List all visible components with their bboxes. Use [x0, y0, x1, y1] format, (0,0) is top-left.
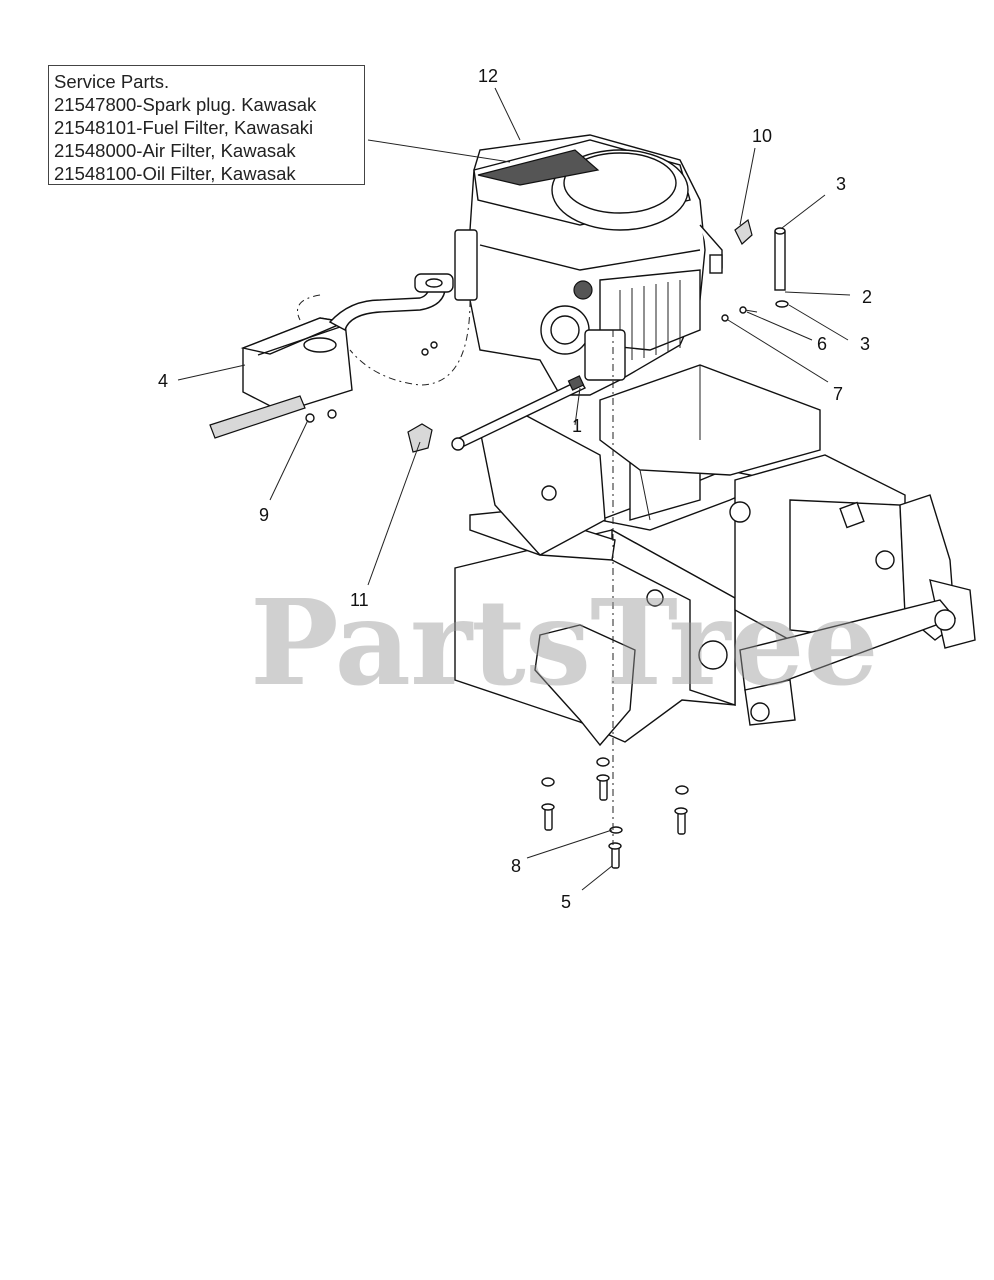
chassis-frame — [454, 364, 976, 747]
fuel-line-parts — [721, 218, 789, 322]
callout-9: 9 — [259, 505, 269, 525]
callout-7: 7 — [833, 384, 843, 404]
service-parts-heading: Service Parts. — [54, 71, 170, 92]
callout-4: 4 — [158, 371, 168, 391]
leader-lines — [177, 87, 851, 891]
callout-labels: 12 10 3 2 3 6 7 4 1 9 11 8 5 — [158, 66, 872, 912]
service-part-air-filter: 21548000-Air Filter, Kawasak — [54, 140, 296, 161]
service-part-oil-filter: 21548100-Oil Filter, Kawasak — [54, 163, 296, 184]
callout-12: 12 — [478, 66, 498, 86]
service-part-fuel-filter: 21548101-Fuel Filter, Kawasaki — [54, 117, 314, 138]
callout-10: 10 — [752, 126, 772, 146]
callout-8: 8 — [511, 856, 521, 876]
callout-2: 2 — [862, 287, 872, 307]
callout-3-top: 3 — [836, 174, 846, 194]
callout-6: 6 — [817, 334, 827, 354]
muffler-nut-2 — [327, 409, 337, 419]
throttle-rod — [451, 375, 587, 451]
service-part-spark-plug: 21547800-Spark plug. Kawasak — [54, 94, 317, 115]
service-parts-box: Service Parts. 21547800-Spark plug. Kawa… — [48, 65, 365, 185]
muffler — [209, 273, 471, 439]
callout-1: 1 — [572, 416, 582, 436]
mounting-hardware — [541, 757, 689, 869]
engine-assembly — [454, 134, 723, 396]
callout-3-bottom: 3 — [860, 334, 870, 354]
callout-11: 11 — [350, 590, 369, 610]
throttle-bracket — [407, 423, 433, 453]
callout-5: 5 — [561, 892, 571, 912]
